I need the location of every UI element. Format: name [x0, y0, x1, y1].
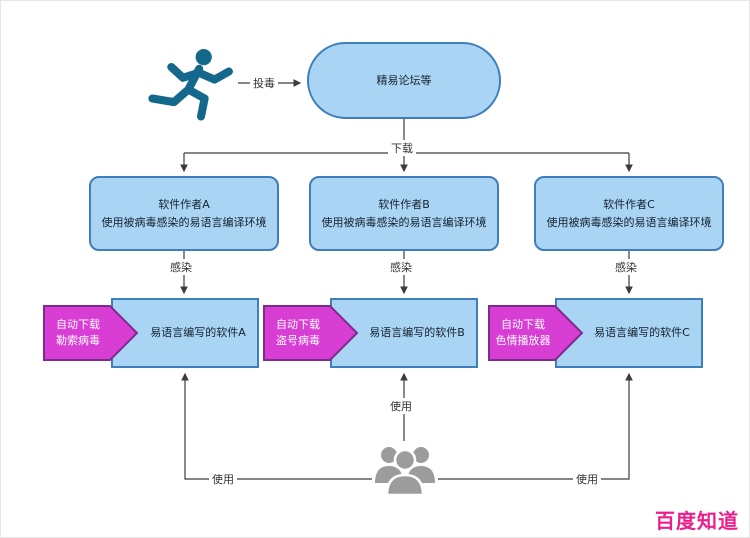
- edge-label-poison: 投毒: [250, 75, 278, 91]
- author-title: 软件作者A: [158, 198, 210, 212]
- author-title: 软件作者B: [378, 198, 430, 212]
- tag-action: 自动下载: [56, 318, 100, 332]
- author-title: 软件作者C: [603, 198, 655, 212]
- edge-label-infect-b: 感染: [387, 259, 415, 275]
- software-label: 易语言编写的软件C: [594, 326, 690, 340]
- tag-virus: 色情播放器: [495, 334, 551, 347]
- author-desc: 使用被病毒感染的易语言编译环境: [321, 215, 487, 229]
- edge-label-download: 下载: [388, 140, 416, 156]
- edge-label-infect-c: 感染: [612, 259, 640, 275]
- user-group-icon: [372, 439, 438, 501]
- tag-virus: 盗号病毒: [276, 334, 320, 347]
- tag-action: 自动下载: [501, 318, 545, 332]
- edge-label-use-c: 使用: [573, 471, 601, 487]
- edge-label-use-b: 使用: [387, 398, 415, 414]
- forum-label: 精易论坛等: [376, 73, 432, 87]
- running-person-icon: [147, 47, 237, 123]
- software-node-b: 易语言编写的软件B: [330, 298, 478, 368]
- forum-node: 精易论坛等: [307, 42, 501, 119]
- tag-virus: 勒索病毒: [56, 334, 100, 347]
- tag-action: 自动下载: [276, 318, 320, 332]
- pentagon-arrow-shape: [43, 305, 139, 361]
- connector-use-a: [181, 372, 372, 480]
- author-desc: 使用被病毒感染的易语言编译环境: [101, 215, 267, 229]
- edge-label-infect-a: 感染: [167, 259, 195, 275]
- pentagon-arrow-shape: [263, 305, 359, 361]
- author-node-b: 软件作者B 使用被病毒感染的易语言编译环境: [309, 176, 499, 251]
- software-label: 易语言编写的软件B: [369, 326, 465, 340]
- baidu-zhidao-watermark: 百度知道: [655, 509, 739, 533]
- auto-download-tag-c: 自动下载 色情播放器: [488, 305, 584, 361]
- pentagon-arrow-shape: [488, 305, 584, 361]
- author-desc: 使用被病毒感染的易语言编译环境: [546, 215, 712, 229]
- author-node-c: 软件作者C 使用被病毒感染的易语言编译环境: [534, 176, 724, 251]
- auto-download-tag-a: 自动下载 勒索病毒: [43, 305, 139, 361]
- author-node-a: 软件作者A 使用被病毒感染的易语言编译环境: [89, 176, 279, 251]
- auto-download-tag-b: 自动下载 盗号病毒: [263, 305, 359, 361]
- edge-label-use-a: 使用: [209, 471, 237, 487]
- software-label: 易语言编写的软件A: [150, 326, 246, 340]
- connector-use-c: [438, 372, 633, 480]
